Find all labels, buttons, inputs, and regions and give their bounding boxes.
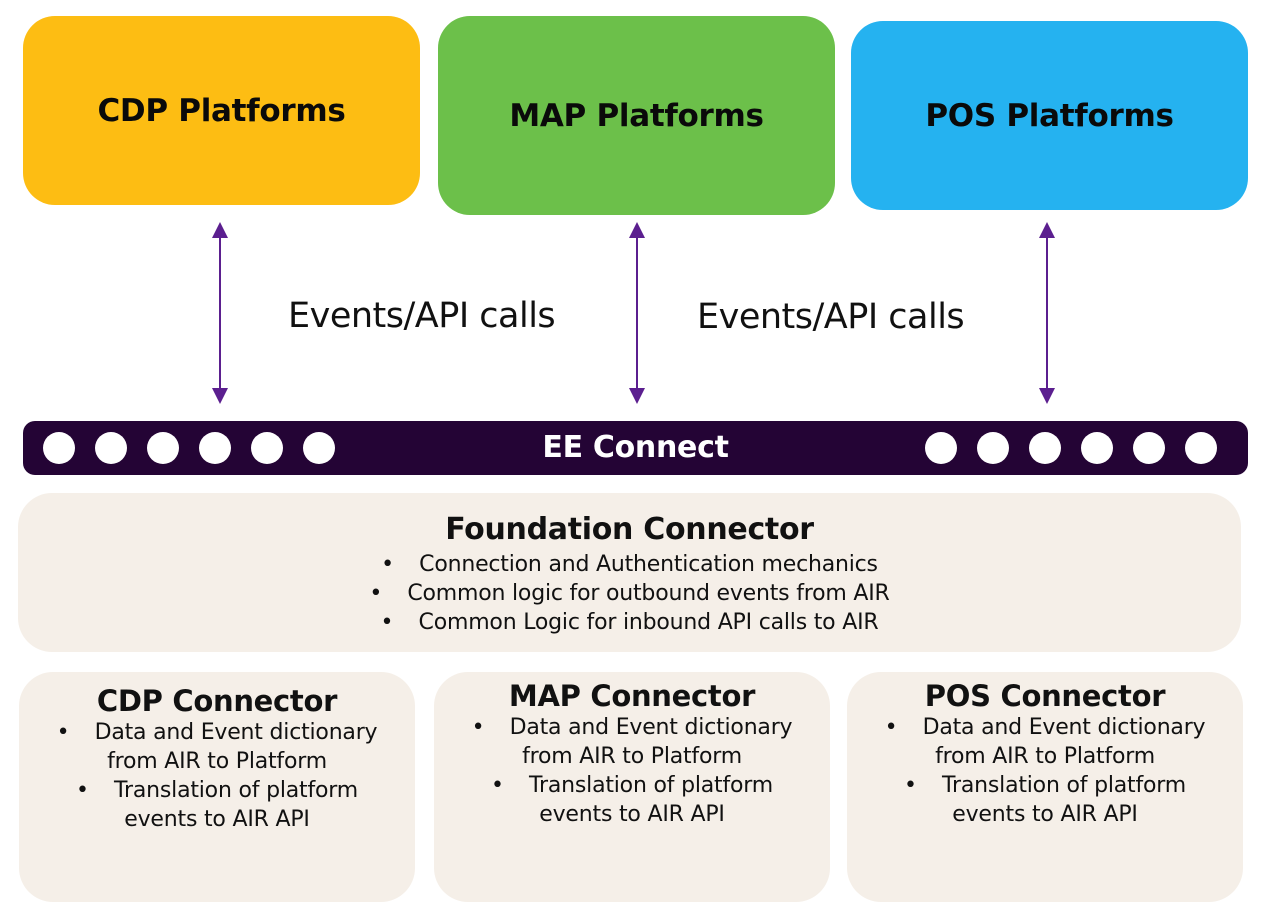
pos-connector-list: •Data and Event dictionary from AIR to P…: [847, 713, 1243, 829]
connector-dot-icon: [199, 432, 231, 464]
connector-dot-icon: [95, 432, 127, 464]
list-item: •Data and Event dictionary from AIR to P…: [884, 715, 1206, 769]
connector-dot-icon: [1185, 432, 1217, 464]
connector-dot-icon: [1081, 432, 1113, 464]
flow-label-left: Events/API calls: [288, 296, 556, 336]
connector-dot-icon: [1029, 432, 1061, 464]
bullet-icon: •: [76, 778, 89, 803]
connector-dot-icon: [43, 432, 75, 464]
list-item: •Connection and Authentication mechanics: [381, 552, 878, 577]
map-connector-panel: MAP Connector •Data and Event dictionary…: [434, 672, 830, 902]
bidirectional-arrow-icon: [1037, 222, 1057, 404]
connector-dot-icon: [925, 432, 957, 464]
connector-dot-icon: [147, 432, 179, 464]
list-item: •Data and Event dictionary from AIR to P…: [471, 715, 793, 769]
list-item: •Translation of platform events to AIR A…: [76, 778, 358, 832]
map-platforms-label: MAP Platforms: [509, 97, 764, 134]
foundation-connector-list: •Connection and Authentication mechanics…: [18, 550, 1241, 637]
connector-dot-icon: [977, 432, 1009, 464]
connector-dot-icon: [1133, 432, 1165, 464]
list-item: •Translation of platform events to AIR A…: [904, 773, 1186, 827]
ee-connect-bar: EE Connect: [23, 421, 1248, 475]
flow-label-right: Events/API calls: [697, 297, 965, 337]
bullet-icon: •: [369, 581, 383, 606]
pos-platforms-box: POS Platforms: [851, 21, 1248, 210]
list-item: •Common Logic for inbound API calls to A…: [380, 610, 879, 635]
bullet-icon: •: [56, 720, 70, 745]
connector-dot-icon: [251, 432, 283, 464]
bidirectional-arrow-icon: [210, 222, 230, 404]
cdp-platforms-label: CDP Platforms: [97, 92, 346, 129]
cdp-connector-list: •Data and Event dictionary from AIR to P…: [19, 718, 415, 834]
bullet-icon: •: [904, 773, 917, 798]
bullet-icon: •: [884, 715, 898, 740]
cdp-connector-panel: CDP Connector •Data and Event dictionary…: [19, 672, 415, 902]
map-platforms-box: MAP Platforms: [438, 16, 835, 215]
bullet-icon: •: [380, 610, 394, 635]
list-item: •Translation of platform events to AIR A…: [491, 773, 773, 827]
ee-connect-title: EE Connect: [542, 430, 729, 465]
map-connector-title: MAP Connector: [508, 679, 756, 713]
pos-connector-panel: POS Connector •Data and Event dictionary…: [847, 672, 1243, 902]
cdp-platforms-box: CDP Platforms: [23, 16, 420, 205]
bidirectional-arrow-icon: [627, 222, 647, 404]
list-item: •Common logic for outbound events from A…: [369, 581, 890, 606]
bullet-icon: •: [381, 552, 394, 577]
map-connector-list: •Data and Event dictionary from AIR to P…: [434, 713, 830, 829]
foundation-connector-panel: Foundation Connector •Connection and Aut…: [18, 493, 1241, 652]
connector-dot-icon: [303, 432, 335, 464]
list-item: •Data and Event dictionary from AIR to P…: [56, 720, 378, 774]
pos-platforms-label: POS Platforms: [925, 97, 1174, 134]
pos-connector-title: POS Connector: [924, 679, 1166, 713]
cdp-connector-title: CDP Connector: [96, 684, 338, 718]
foundation-connector-title: Foundation Connector: [445, 512, 814, 547]
bullet-icon: •: [471, 715, 485, 740]
bullet-icon: •: [491, 773, 504, 798]
